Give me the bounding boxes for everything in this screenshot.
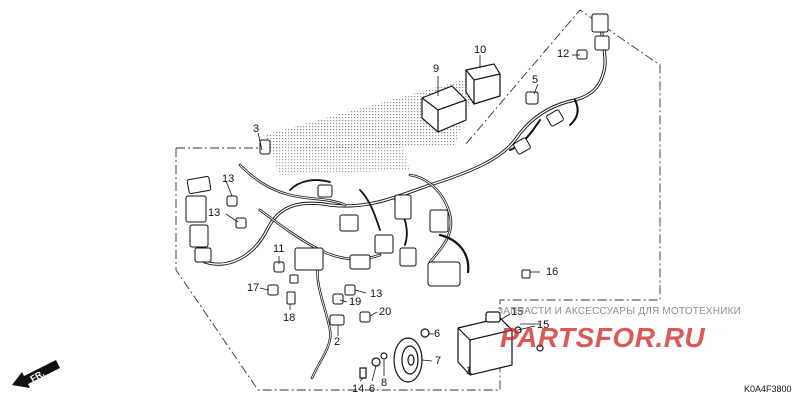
watermark-brand: PARTSFOR.RU [500, 322, 706, 353]
callout-part-8[interactable]: 8 [381, 377, 388, 389]
shaded-region-upper [265, 75, 480, 150]
callout-part-12[interactable]: 12 [557, 48, 570, 60]
part-1-shape [457, 311, 544, 376]
callout-part-13-b[interactable]: 13 [208, 207, 221, 219]
callout-part-16[interactable]: 16 [546, 266, 559, 278]
callout-part-2[interactable]: 2 [334, 336, 341, 348]
callout-part-13-c[interactable]: 13 [370, 288, 383, 300]
leader-lines [225, 54, 580, 382]
horn-assembly [359, 328, 430, 383]
catalog-code: K0A4F3800 [744, 384, 792, 394]
watermark-tagline: ЗАПЧАСТИ И АКСЕССУАРЫ ДЛЯ МОТОТЕХНИКИ [497, 306, 742, 317]
callout-part-13-a[interactable]: 13 [222, 173, 235, 185]
callout-part-6-upper[interactable]: 6 [434, 328, 441, 340]
callout-part-10[interactable]: 10 [474, 44, 487, 56]
callout-part-6-lower[interactable]: 6 [369, 383, 376, 395]
part-10-shape [465, 63, 501, 105]
callout-part-11[interactable]: 11 [273, 243, 285, 255]
shaded-region-left [270, 140, 410, 175]
callout-part-15-a[interactable]: 15 [511, 306, 524, 318]
callout-part-5[interactable]: 5 [532, 74, 539, 86]
callout-part-7[interactable]: 7 [435, 355, 442, 367]
part-9-shape [421, 85, 467, 133]
callout-part-3[interactable]: 3 [253, 123, 260, 135]
callout-part-19[interactable]: 19 [349, 296, 362, 308]
callout-part-15-b[interactable]: 15 [537, 319, 550, 331]
callout-part-1[interactable]: 1 [466, 365, 473, 377]
callout-part-14[interactable]: 14 [352, 383, 365, 395]
callout-part-9[interactable]: 9 [433, 63, 440, 75]
callout-part-17[interactable]: 17 [247, 282, 260, 294]
callout-part-18[interactable]: 18 [283, 312, 296, 324]
direction-arrow-icon [12, 360, 60, 388]
callout-part-20[interactable]: 20 [379, 306, 392, 318]
small-parts [226, 49, 588, 326]
harness-connectors [185, 13, 610, 287]
